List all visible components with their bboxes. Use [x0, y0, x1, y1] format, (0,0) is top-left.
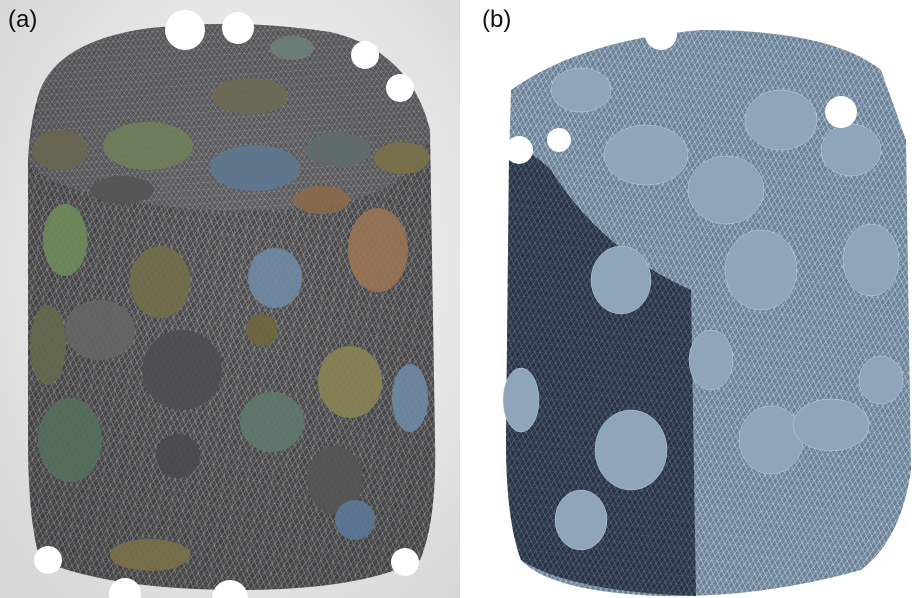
- panel-b-mesh-image: [461, 0, 921, 598]
- panel-a-notches: [34, 10, 419, 598]
- panel-b-notches: [505, 18, 920, 570]
- panel-a-svg: [0, 0, 460, 598]
- panel-b-label: (b): [482, 6, 512, 33]
- panel-b-svg: [502, 18, 920, 597]
- panel-b-pores: [502, 67, 904, 551]
- panel-a-pores: [30, 36, 430, 571]
- panel-a-mesh-image: [0, 0, 460, 598]
